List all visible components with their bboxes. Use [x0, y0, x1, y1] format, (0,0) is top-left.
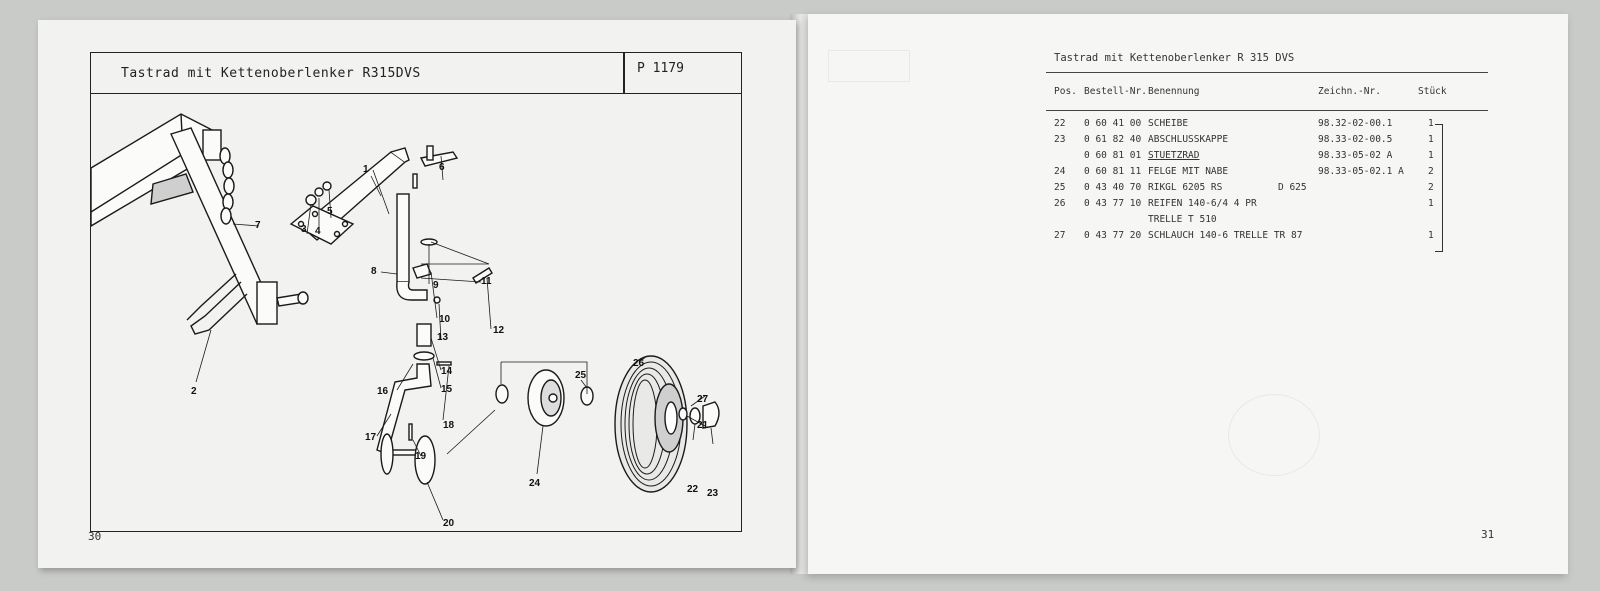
callout-3: 3: [301, 224, 307, 235]
page-title: Tastrad mit Kettenoberlenker R315DVS: [121, 66, 421, 81]
callout-5: 5: [327, 206, 333, 217]
table-row: 23 0 61 82 40 ABSCHLUSSKAPPE 98.33-02-00…: [808, 134, 1568, 150]
cell-drawing: 98.32-02-00.1: [1318, 118, 1393, 129]
header-divider: [623, 53, 625, 93]
vertical-tube: [396, 193, 410, 283]
sleeve: [416, 323, 432, 347]
cell-qty: 1: [1428, 134, 1434, 145]
table-row: 26 0 43 77 10 REIFEN 140-6/4 4 PR 1: [808, 198, 1568, 214]
right-page: Tastrad mit Kettenoberlenker R 315 DVS P…: [808, 14, 1568, 574]
header-quantity: Stück: [1418, 86, 1447, 97]
table-row: 27 0 43 77 20 SCHLAUCH 140-6 TRELLE TR 8…: [808, 230, 1568, 246]
cell-drawing: 98.33-05-02.1 A: [1318, 166, 1404, 177]
callout-18: 18: [443, 420, 455, 431]
exploded-parts-drawing: 1 2 3 4 5 6 7 8 9 10 11 12 13 14 15 16 1…: [91, 113, 720, 529]
callout-14: 14: [441, 366, 453, 377]
header-pos: Pos.: [1054, 86, 1077, 97]
header-name: Benennung: [1148, 86, 1200, 97]
page-number-right: 31: [1481, 528, 1495, 541]
cell-pos: 27: [1054, 230, 1066, 241]
callout-11: 11: [481, 276, 492, 287]
cell-qty: 1: [1428, 150, 1434, 161]
cell-name: SCHEIBE: [1148, 118, 1189, 129]
callout-2: 2: [191, 386, 197, 397]
beam-bracket: [202, 129, 222, 161]
cell-pos: 24: [1054, 166, 1066, 177]
table-row: 0 60 81 01 STUETZRAD 98.33-05-02 A 1: [808, 150, 1568, 166]
callout-21: 21: [697, 420, 709, 431]
callout-13: 13: [437, 332, 449, 343]
cell-name: ABSCHLUSSKAPPE: [1148, 134, 1229, 145]
table-row: 25 0 43 40 70 RIKGL 6205 RS D 625 2: [808, 182, 1568, 198]
cell-name: SCHLAUCH 140-6 TRELLE TR 87: [1148, 230, 1303, 241]
table-row: TRELLE T 510: [808, 214, 1568, 230]
callout-16: 16: [377, 386, 389, 397]
callout-12: 12: [493, 325, 505, 336]
cell-order: 0 43 77 20: [1084, 230, 1142, 241]
callout-6: 6: [439, 162, 445, 173]
header-rule: [1046, 110, 1488, 111]
page-number-left: 30: [88, 530, 102, 543]
cell-name: FELGE MIT NABE: [1148, 166, 1229, 177]
cell-drawing: 98.33-05-02 A: [1318, 150, 1393, 161]
callout-25: 25: [575, 370, 587, 381]
callout-20: 20: [443, 518, 455, 529]
cell-extra: D 625: [1278, 182, 1307, 193]
callout-1: 1: [363, 164, 369, 175]
cell-qty: 1: [1428, 230, 1434, 241]
show-through-mark: [1228, 394, 1320, 476]
table-row: 24 0 60 81 11 FELGE MIT NABE 98.33-05-02…: [808, 166, 1568, 182]
chain: [219, 147, 235, 225]
show-through-mark: [828, 50, 910, 82]
callout-9: 9: [433, 280, 439, 291]
cell-order: 0 43 40 70: [1084, 182, 1142, 193]
callout-27: 27: [697, 394, 709, 405]
callout-23: 23: [707, 488, 719, 499]
plate-number: P 1179: [637, 61, 684, 76]
drawing-frame: Tastrad mit Kettenoberlenker R315DVS P 1…: [90, 52, 742, 532]
callout-7: 7: [255, 220, 261, 231]
cell-order: 0 61 82 40: [1084, 134, 1142, 145]
cell-name: RIKGL 6205 RS: [1148, 182, 1223, 193]
callout-8: 8: [371, 266, 377, 277]
callout-17: 17: [365, 432, 377, 443]
callout-15: 15: [441, 384, 453, 395]
cell-pos: 26: [1054, 198, 1066, 209]
cell-drawing: 98.33-02-00.5: [1318, 134, 1393, 145]
clip: [419, 151, 459, 167]
cell-name: STUETZRAD: [1148, 150, 1200, 161]
drawing-header: Tastrad mit Kettenoberlenker R315DVS P 1…: [91, 53, 741, 94]
callout-22: 22: [687, 484, 699, 495]
callout-10: 10: [439, 314, 451, 325]
header-drawing-number: Zeichn.-Nr.: [1318, 86, 1381, 97]
header-order-number: Bestell-Nr.: [1084, 86, 1147, 97]
cell-qty: 2: [1428, 166, 1434, 177]
title-rule: [1046, 72, 1488, 73]
callout-19: 19: [415, 451, 427, 462]
end-cap: [702, 401, 720, 429]
callout-4: 4: [315, 226, 321, 237]
callout-24: 24: [529, 478, 541, 489]
assembly-bracket: [1435, 124, 1443, 252]
cell-pos: 22: [1054, 118, 1066, 129]
table-row: 22 0 60 41 00 SCHEIBE 98.32-02-00.1 1: [808, 118, 1568, 134]
cell-name: REIFEN 140-6/4 4 PR: [1148, 198, 1257, 209]
cell-name: TRELLE T 510: [1148, 214, 1217, 225]
parts-list-title: Tastrad mit Kettenoberlenker R 315 DVS: [1054, 52, 1295, 64]
cell-order: 0 60 81 11: [1084, 166, 1142, 177]
left-page: Tastrad mit Kettenoberlenker R315DVS P 1…: [38, 20, 796, 568]
cell-qty: 1: [1428, 198, 1434, 209]
cell-pos: 23: [1054, 134, 1066, 145]
cell-order: 0 60 41 00: [1084, 118, 1142, 129]
cell-order: 0 43 77 10: [1084, 198, 1142, 209]
u-bolt: [190, 281, 248, 335]
cell-pos: 25: [1054, 182, 1066, 193]
cell-qty: 1: [1428, 118, 1434, 129]
cell-qty: 2: [1428, 182, 1434, 193]
callout-26: 26: [633, 358, 645, 369]
cell-order: 0 60 81 01: [1084, 150, 1142, 161]
